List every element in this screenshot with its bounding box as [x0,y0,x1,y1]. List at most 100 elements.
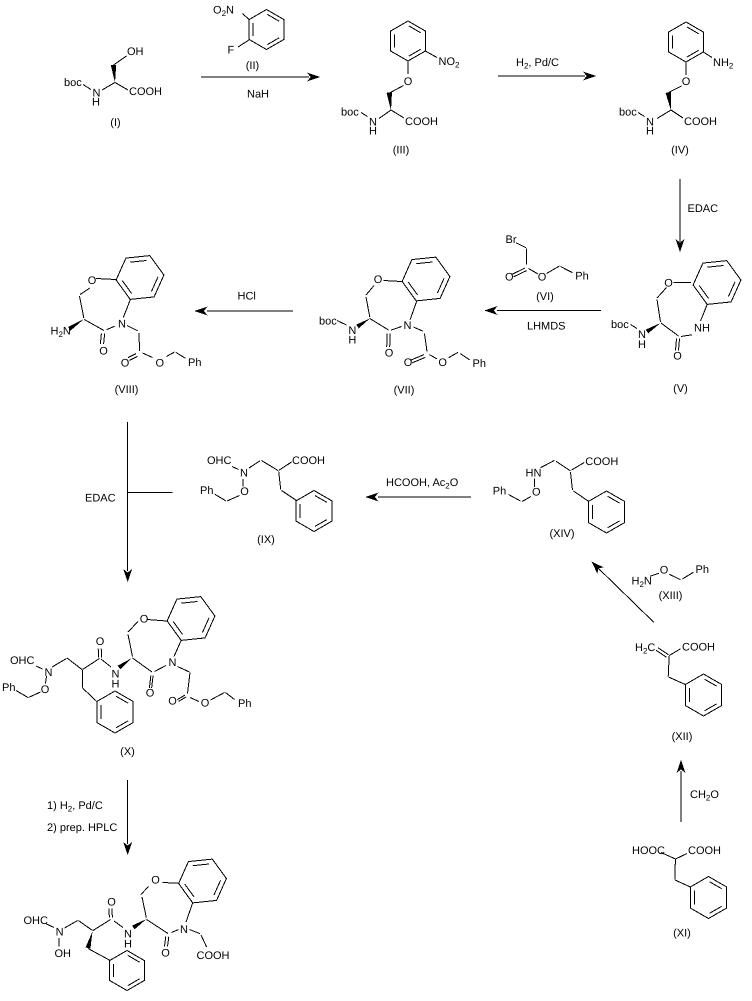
svg-text:NH: NH [694,323,710,335]
svg-text:EDAC: EDAC [85,493,116,505]
svg-text:Ph: Ph [188,357,201,369]
svg-text:O: O [41,684,50,696]
svg-text:H: H [112,679,120,691]
svg-text:N: N [93,88,101,100]
svg-text:(XIV): (XIV) [549,528,574,540]
svg-text:O: O [664,278,673,290]
svg-text:Ph: Ph [2,682,15,694]
svg-text:Ph: Ph [200,485,213,497]
svg-text:(XII): (XII) [672,731,693,743]
svg-text:N: N [45,667,53,679]
svg-text:COOH: COOH [197,950,230,962]
svg-text:Ph: Ph [493,486,506,498]
svg-text:H: H [638,339,646,351]
svg-text:COOH: COOH [688,845,721,857]
svg-text:N: N [638,329,646,341]
svg-text:COOH: COOH [129,86,162,98]
svg-text:O: O [151,875,160,887]
svg-text:O: O [532,487,541,499]
svg-text:O: O [156,358,165,370]
svg-text:(IV): (IV) [671,145,689,157]
svg-text:O: O [201,698,210,710]
svg-text:boc: boc [341,107,359,119]
svg-text:HCOOH, Ac2​O: HCOOH, Ac2​O [386,477,459,491]
svg-text:COOH: COOH [405,116,438,128]
svg-text:OHC: OHC [207,455,232,467]
svg-text:O: O [96,636,105,648]
svg-text:EDAC: EDAC [688,203,719,215]
svg-text:H2​N: H2​N [632,576,652,590]
svg-text:HOOC: HOOC [632,845,665,857]
svg-text:H2​C: H2​C [635,642,655,656]
svg-text:O: O [107,897,116,909]
svg-text:O: O [404,76,413,88]
svg-text:O: O [538,272,547,284]
svg-text:N: N [240,468,248,480]
svg-text:OH: OH [127,46,144,58]
svg-text:(VIII): (VIII) [115,384,139,396]
svg-text:N: N [646,117,654,129]
svg-text:HN: HN [526,467,542,479]
svg-text:O: O [99,346,108,358]
svg-text:Br: Br [506,234,517,246]
svg-text:O2​N: O2​N [213,5,234,19]
svg-text:LHMDS: LHMDS [527,321,566,333]
svg-text:1) H2​, Pd/C: 1) H2​, Pd/C [47,800,103,814]
svg-text:Ph: Ph [696,564,709,576]
svg-text:O: O [140,614,149,626]
svg-text:N: N [124,929,132,941]
svg-text:Ph: Ph [575,271,588,283]
svg-text:OHC: OHC [24,915,49,927]
svg-text:OHC: OHC [10,655,35,667]
svg-text:H: H [646,126,654,138]
svg-text:O: O [146,688,155,700]
svg-text:COOH: COOH [684,116,717,128]
svg-text:N: N [348,325,356,337]
svg-text:(XI): (XI) [673,928,691,940]
svg-text:O: O [438,357,447,369]
svg-text:boc: boc [611,319,629,331]
svg-text:(X): (X) [120,746,135,758]
svg-text:NaH: NaH [247,89,269,101]
svg-text:O: O [240,486,249,498]
svg-text:COOH: COOH [292,455,325,467]
svg-text:HCl: HCl [238,291,256,303]
svg-text:boc: boc [319,316,337,328]
svg-text:2) prep. HPLC: 2) prep. HPLC [47,822,117,834]
svg-text:N: N [369,117,377,129]
svg-text:N: N [118,319,126,331]
svg-text:(II): (II) [246,60,259,72]
svg-text:N: N [112,669,120,681]
svg-text:O: O [168,696,177,708]
svg-text:Ph: Ph [238,698,251,710]
svg-text:H: H [369,126,377,138]
svg-text:boc: boc [619,107,637,119]
svg-text:boc: boc [64,77,82,89]
svg-text:O: O [404,357,413,369]
svg-text:H2​N: H2​N [51,326,71,340]
svg-text:O: O [385,348,394,360]
svg-text:F: F [228,45,235,57]
svg-text:(VII): (VII) [394,385,415,397]
svg-text:H2​, Pd/C: H2​, Pd/C [516,57,559,71]
svg-text:O: O [121,358,130,370]
svg-text:(I): (I) [110,117,120,129]
svg-text:CH2​O: CH2​O [690,789,719,803]
svg-text:COOH: COOH [585,456,618,468]
svg-text:O: O [505,272,514,284]
svg-text:(VI): (VI) [536,291,554,303]
svg-text:OH: OH [55,948,72,960]
svg-text:O: O [161,948,170,960]
svg-text:H: H [124,939,132,951]
svg-text:(V): (V) [673,383,688,395]
svg-text:N: N [56,927,64,939]
svg-text:Ph: Ph [473,358,486,370]
svg-text:NO2​: NO2​ [439,56,461,70]
svg-text:O: O [682,76,691,88]
svg-text:N: N [180,924,188,936]
svg-text:COOH: COOH [682,642,715,654]
svg-text:O: O [374,274,383,286]
svg-text:N: N [169,657,177,669]
svg-text:O: O [660,565,669,577]
svg-text:H: H [348,335,356,347]
